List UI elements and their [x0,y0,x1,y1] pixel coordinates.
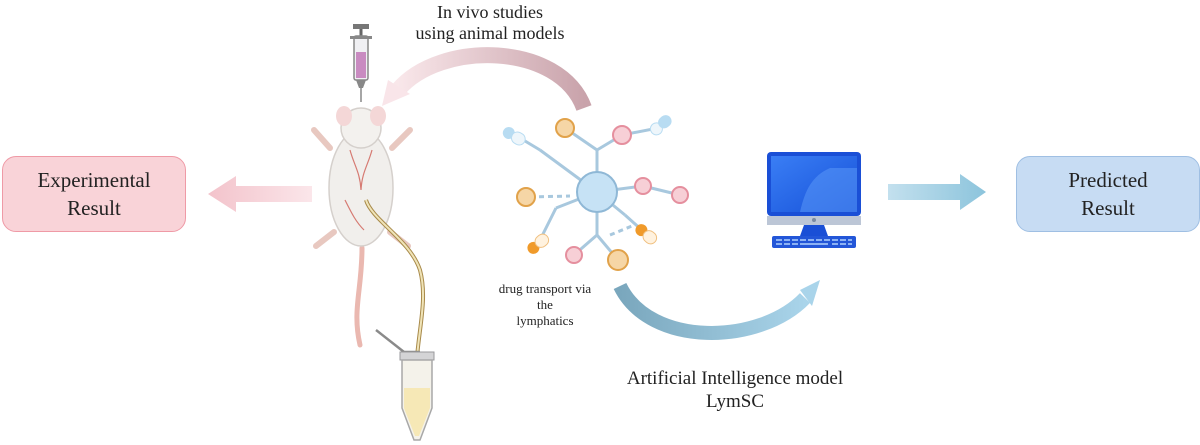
experimental-result-line1: Experimental [37,168,151,192]
arrow-to-experimental-result [208,176,312,212]
predicted-result-line1: Predicted [1068,168,1148,192]
experimental-result-line2: Result [67,196,121,220]
mouse-icon [311,106,426,371]
in-vivo-label-line2: using animal models [415,23,565,43]
drug-transport-label: drug transport via the lymphatics [490,281,600,329]
drug-transport-line1: drug transport via the [498,281,592,312]
experimental-result-box: Experimental Result [2,156,186,232]
computer-monitor-icon [767,152,861,248]
curved-arrow-top [382,47,592,112]
collection-tube-icon [375,329,435,441]
arrow-to-predicted-result [888,174,986,210]
molecular-graph-icon [502,115,689,271]
syringe-icon [350,24,372,102]
predicted-result-line2: Result [1081,196,1135,220]
drug-transport-line2: lymphatics [516,313,574,328]
curved-arrow-bottom [613,280,820,340]
ai-model-line2: LymSC [705,391,765,412]
ai-model-label: Artificial Intelligence model LymSC [590,367,880,413]
in-vivo-label: In vivo studies using animal models [380,2,600,44]
ai-model-line1: Artificial Intelligence model [626,368,844,389]
in-vivo-label-line1: In vivo studies [437,2,543,22]
